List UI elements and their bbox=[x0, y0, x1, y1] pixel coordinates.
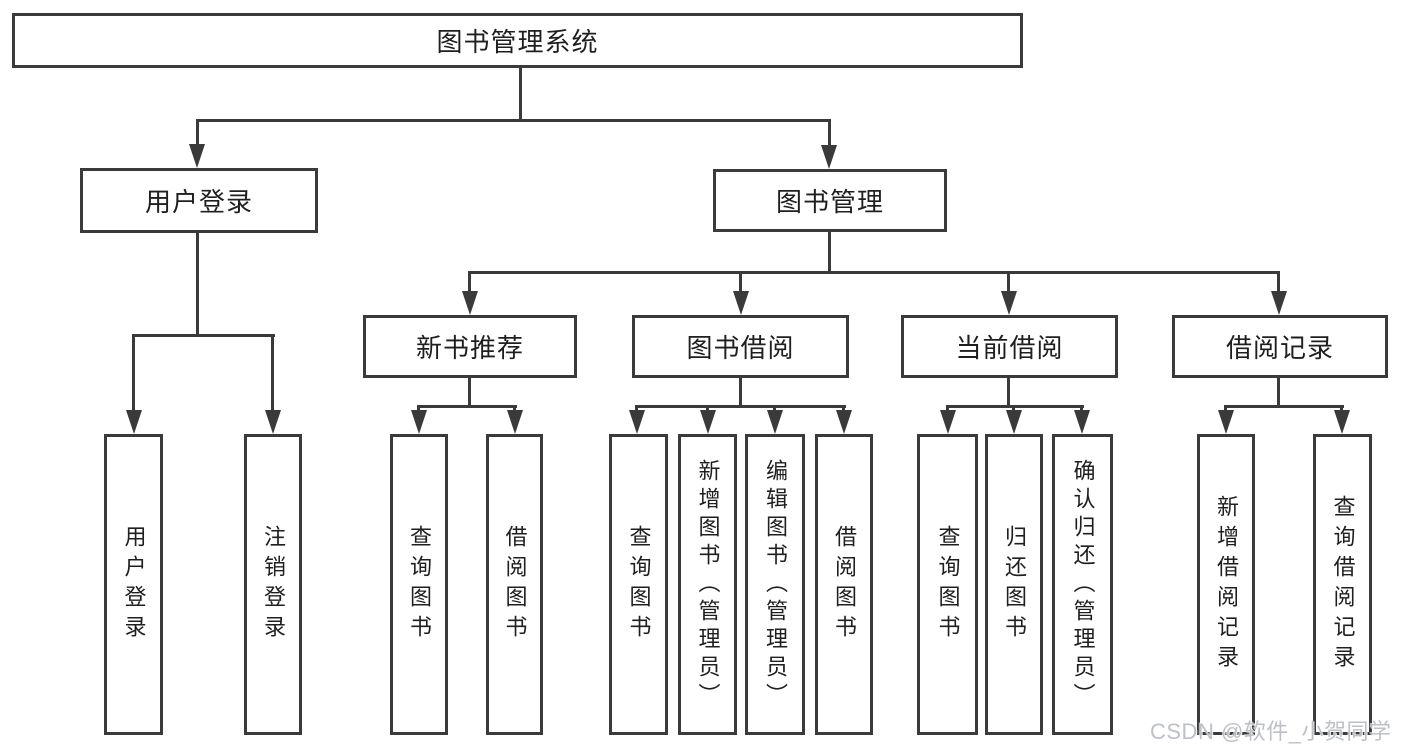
connector-line bbox=[132, 336, 135, 412]
connector-line bbox=[773, 405, 776, 413]
leaf-query-books: 查询图书 bbox=[609, 434, 668, 735]
arrow-down-icon bbox=[265, 410, 281, 434]
leaf-query-borrow-record: 查询借阅记录 bbox=[1313, 434, 1372, 735]
leaf-return-books: 归还图书 bbox=[985, 434, 1043, 735]
connector-line bbox=[519, 68, 522, 122]
leaf-borrow-books: 借阅图书 bbox=[486, 434, 543, 735]
connector-line bbox=[196, 119, 199, 147]
node-current-borrowing: 当前借阅 bbox=[901, 315, 1118, 378]
arrow-down-icon bbox=[1006, 410, 1022, 434]
connector-line bbox=[196, 119, 831, 122]
connector-line bbox=[1277, 273, 1280, 293]
connector-line bbox=[1007, 273, 1010, 293]
connector-line bbox=[1340, 405, 1343, 413]
arrow-down-icon bbox=[733, 291, 749, 315]
leaf-query-books: 查询图书 bbox=[390, 434, 448, 735]
connector-line bbox=[468, 271, 1280, 274]
node-user-login: 用户登录 bbox=[80, 168, 318, 233]
leaf-add-book-admin: 新增图书（管理员） bbox=[678, 434, 737, 735]
node-book-management: 图书管理 bbox=[713, 169, 947, 232]
connector-line bbox=[1224, 405, 1227, 413]
connector-line bbox=[417, 405, 420, 413]
connector-line bbox=[635, 405, 846, 408]
node-borrowing-records: 借阅记录 bbox=[1172, 315, 1388, 378]
arrow-down-icon bbox=[836, 410, 852, 434]
leaf-confirm-return-admin: 确认归还（管理员） bbox=[1052, 434, 1113, 735]
connector-line bbox=[842, 405, 845, 413]
arrow-down-icon bbox=[1334, 410, 1350, 434]
connector-line bbox=[513, 405, 516, 413]
connector-line bbox=[1224, 405, 1344, 408]
connector-line bbox=[739, 378, 742, 408]
connector-line bbox=[468, 273, 471, 293]
arrow-down-icon bbox=[462, 291, 478, 315]
connector-line bbox=[271, 336, 274, 412]
arrow-down-icon bbox=[1001, 291, 1017, 315]
leaf-query-books: 查询图书 bbox=[917, 434, 978, 735]
leaf-borrow-books: 借阅图书 bbox=[815, 434, 873, 735]
arrow-down-icon bbox=[507, 410, 523, 434]
arrow-down-icon bbox=[411, 410, 427, 434]
csdn-watermark: CSDN @软件_小贺同学 bbox=[1150, 719, 1392, 744]
connector-line bbox=[132, 334, 275, 337]
arrow-down-icon bbox=[1218, 410, 1234, 434]
connector-line bbox=[946, 405, 949, 413]
connector-line bbox=[706, 405, 709, 413]
arrow-down-icon bbox=[821, 145, 837, 169]
connector-line bbox=[1277, 378, 1280, 408]
leaf-user-login: 用户登录 bbox=[104, 434, 163, 735]
arrow-down-icon bbox=[940, 410, 956, 434]
connector-line bbox=[1007, 378, 1010, 408]
connector-line bbox=[739, 273, 742, 293]
connector-line bbox=[196, 233, 199, 337]
arrow-down-icon bbox=[700, 410, 716, 434]
leaf-logout: 注销登录 bbox=[244, 434, 302, 735]
node-new-book-recommend: 新书推荐 bbox=[363, 315, 577, 378]
connector-line bbox=[417, 405, 517, 408]
arrow-down-icon bbox=[767, 410, 783, 434]
arrow-down-icon bbox=[629, 410, 645, 434]
connector-line bbox=[635, 405, 638, 413]
connector-line bbox=[828, 119, 831, 147]
node-book-borrowing: 图书借阅 bbox=[632, 315, 849, 378]
arrow-down-icon bbox=[126, 410, 142, 434]
arrow-down-icon bbox=[1271, 291, 1287, 315]
connector-line bbox=[946, 405, 1084, 408]
arrow-down-icon bbox=[1074, 410, 1090, 434]
leaf-edit-book-admin: 编辑图书（管理员） bbox=[745, 434, 805, 735]
leaf-add-borrow-record: 新增借阅记录 bbox=[1197, 434, 1255, 735]
connector-line bbox=[1012, 405, 1015, 413]
node-library-system: 图书管理系统 bbox=[12, 13, 1023, 68]
arrow-down-icon bbox=[189, 144, 205, 168]
connector-line bbox=[828, 232, 831, 274]
connector-line bbox=[1080, 405, 1083, 413]
connector-line bbox=[468, 378, 471, 408]
